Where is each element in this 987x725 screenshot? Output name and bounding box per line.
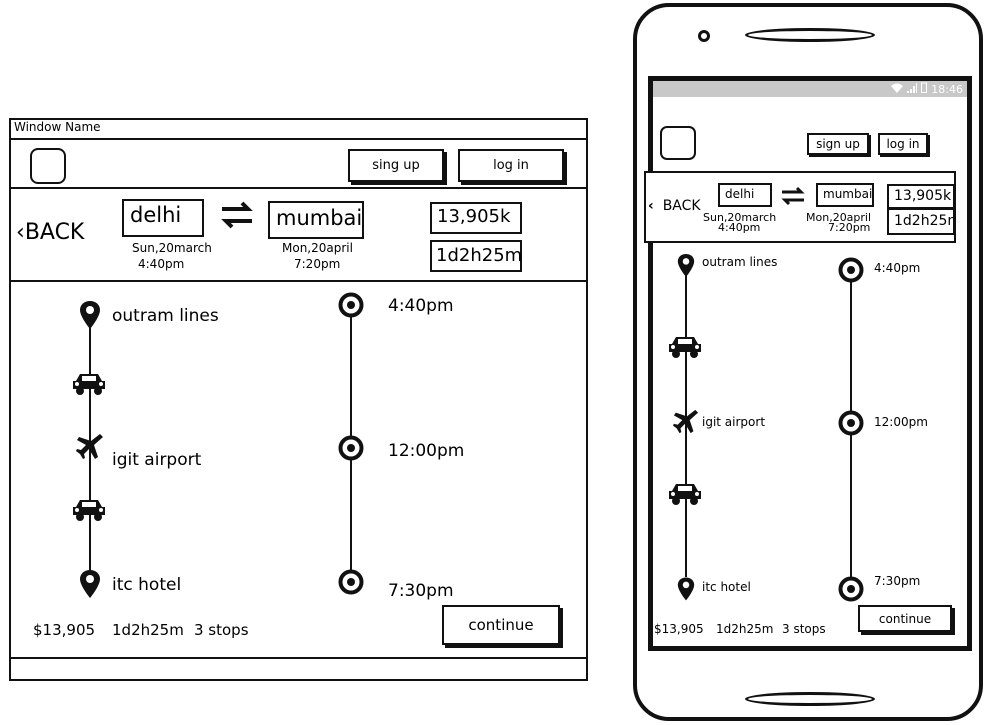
time-marker-icon: [838, 257, 864, 283]
time-label: 4:40pm: [874, 261, 921, 275]
from-city-field[interactable]: delhi: [122, 199, 204, 237]
chevron-left-icon: ‹: [16, 220, 25, 245]
signup-button[interactable]: sign up: [807, 133, 869, 155]
location-pin-icon: [677, 576, 695, 602]
duration-value: 1d2h25n: [894, 213, 955, 229]
from-date: Sun,20march: [132, 241, 212, 255]
summary-duration: 1d2h25m: [112, 621, 184, 639]
phone-screen: [648, 76, 972, 651]
price-value: 13,905k: [437, 206, 511, 227]
price-field: 13,905k: [887, 184, 955, 209]
from-time: 4:40pm: [718, 221, 761, 234]
location-pin-icon: [79, 300, 101, 330]
summary-duration: 1d2h25m: [716, 622, 774, 636]
logo: [30, 148, 66, 184]
phone-frame: [633, 3, 983, 721]
from-date: Sun,20march: [703, 211, 777, 224]
from-city-value: delhi: [725, 187, 755, 201]
time-marker-icon: [338, 292, 364, 318]
time-label: 7:30pm: [874, 574, 921, 588]
swap-icon[interactable]: [781, 186, 805, 206]
location-pin-icon: [79, 569, 101, 599]
to-city-value: mumbai: [276, 206, 363, 230]
back-label: BACK: [662, 198, 701, 214]
car-icon: [72, 496, 106, 522]
to-time: 7:20pm: [294, 257, 341, 271]
time-label: 12:00pm: [388, 441, 465, 461]
to-city-value: mumbai: [823, 187, 873, 201]
summary-stops: 3 stops: [782, 622, 826, 636]
stop-name: outram lines: [112, 306, 219, 326]
back-button[interactable]: ‹ BACK: [648, 198, 701, 214]
back-button[interactable]: ‹BACK: [16, 220, 84, 245]
to-time: 7:20pm: [828, 221, 871, 234]
divider: [9, 657, 588, 659]
car-icon: [668, 333, 702, 359]
stop-name: igit airport: [112, 450, 202, 470]
camera-icon: [698, 30, 710, 42]
from-city-value: delhi: [130, 203, 182, 227]
desktop-window: [9, 118, 588, 681]
from-city-field[interactable]: delhi: [718, 183, 772, 207]
time-marker-icon: [338, 435, 364, 461]
chevron-left-icon: ‹: [648, 198, 654, 214]
time-label: 4:40pm: [388, 296, 454, 316]
signal-icon: [907, 82, 918, 96]
status-time: 18:46: [931, 82, 963, 96]
stop-name: itc hotel: [702, 580, 751, 594]
wifi-icon: [891, 83, 904, 96]
stop-name: igit airport: [702, 415, 766, 429]
price-field: 13,905k: [430, 202, 522, 234]
summary-price: $13,905: [654, 622, 704, 636]
battery-icon: [921, 82, 928, 96]
divider: [9, 187, 588, 189]
stop-name: outram lines: [702, 255, 778, 269]
to-date: Mon,20april: [282, 241, 353, 255]
duration-field: 1d2h25n: [887, 208, 955, 235]
continue-button[interactable]: continue: [858, 605, 952, 632]
window-title: Window Name: [9, 118, 588, 140]
plane-icon: [76, 432, 104, 460]
time-label: 12:00pm: [874, 415, 928, 429]
signup-button[interactable]: sing up: [348, 149, 444, 182]
car-icon: [668, 480, 702, 506]
duration-value: 1d2h25m: [436, 245, 523, 266]
summary-price: $13,905: [33, 621, 96, 639]
to-date: Mon,20april: [806, 211, 872, 224]
duration-field: 1d2h25m: [430, 240, 522, 272]
from-time: 4:40pm: [138, 257, 185, 271]
status-bar: 18:46: [653, 81, 967, 97]
stop-name: itc hotel: [112, 575, 182, 595]
logo: [660, 126, 696, 160]
speaker-icon: [745, 28, 875, 42]
time-marker-icon: [338, 569, 364, 595]
to-city-field[interactable]: mumbai: [268, 201, 364, 239]
to-city-field[interactable]: mumbai: [816, 183, 874, 207]
login-button[interactable]: log in: [878, 133, 928, 155]
price-value: 13,905k: [894, 188, 952, 204]
swap-icon[interactable]: [220, 200, 254, 230]
location-pin-icon: [677, 253, 695, 278]
login-button[interactable]: log in: [458, 149, 564, 182]
summary-stops: 3 stops: [194, 621, 249, 639]
time-marker-icon: [838, 410, 864, 436]
time-label: 7:30pm: [388, 581, 454, 601]
plane-icon: [673, 408, 699, 434]
car-icon: [72, 370, 106, 396]
home-button[interactable]: [745, 692, 875, 706]
continue-button[interactable]: continue: [442, 605, 560, 645]
time-marker-icon: [838, 576, 864, 602]
back-label: BACK: [24, 220, 85, 245]
divider: [9, 280, 588, 282]
